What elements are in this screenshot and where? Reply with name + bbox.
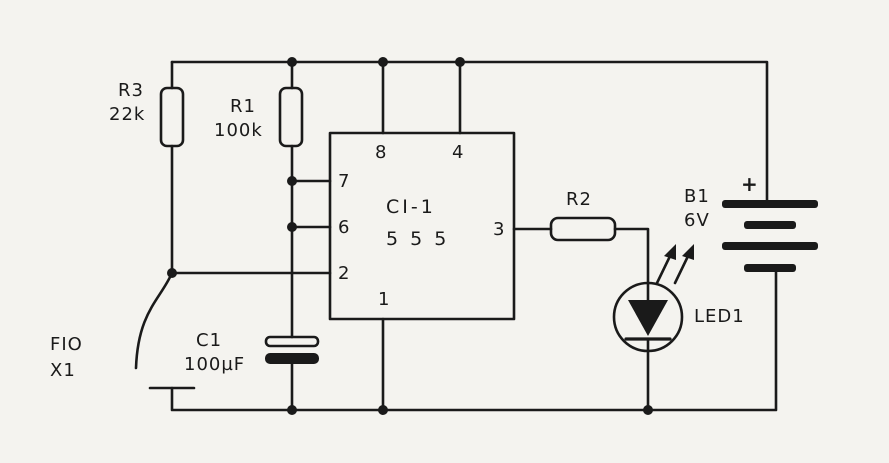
probe-label-line1: FIO — [50, 334, 83, 355]
battery-plus-sign: + — [741, 172, 759, 196]
light-arrow-2-head — [682, 244, 694, 260]
battery-cell-2-long — [722, 242, 818, 250]
r2-to-led-wire — [613, 227, 650, 285]
node-ground-pin1 — [378, 405, 388, 415]
light-arrow-1 — [655, 252, 673, 285]
ground-rail-wire — [170, 270, 778, 412]
r1-value: 100k — [214, 120, 263, 141]
c1-value: 100µF — [184, 354, 246, 375]
battery-cell-2-short — [744, 264, 796, 272]
ic-pin-1: 1 — [378, 289, 391, 310]
r1-designator: R1 — [230, 96, 256, 117]
node-ground-c1 — [287, 405, 297, 415]
resistor-r3 — [159, 86, 185, 148]
ic-pin-8: 8 — [375, 142, 388, 163]
led-triangle — [628, 300, 668, 336]
resistor-r2 — [549, 216, 617, 242]
light-arrow-1-head — [664, 244, 676, 260]
battery-cell-1-short — [744, 221, 796, 229]
ic-pin-7: 7 — [338, 171, 351, 192]
battery-cell-1-long — [722, 200, 818, 208]
r3-value: 22k — [109, 104, 146, 125]
capacitor-c1-plate-top — [264, 335, 320, 348]
capacitor-c1-plate-bottom — [265, 353, 319, 364]
touch-wire — [134, 271, 174, 370]
node-pin7 — [287, 176, 297, 186]
ic-pin-4: 4 — [452, 142, 465, 163]
top-rail-wire — [170, 60, 769, 202]
c1-designator: C1 — [196, 330, 223, 351]
resistor-r1 — [278, 86, 304, 148]
ic-pin-2: 2 — [338, 263, 351, 284]
r2-designator: R2 — [566, 189, 592, 210]
r3-designator: R3 — [118, 80, 144, 101]
battery-designator: B1 — [684, 186, 710, 207]
node-pin6 — [287, 222, 297, 232]
ic-part-number: 5 5 5 — [386, 228, 450, 250]
light-arrow-2 — [673, 252, 691, 285]
led-designator: LED1 — [694, 306, 745, 327]
ic-pin-3: 3 — [493, 219, 506, 240]
ic-designator: CI-1 — [386, 196, 436, 218]
ic-555-body — [328, 131, 516, 321]
ic-pin-6: 6 — [338, 217, 351, 238]
r3-to-pin2-wire — [170, 144, 332, 275]
probe-label-line2: X1 — [50, 360, 76, 381]
battery-voltage: 6V — [684, 210, 710, 231]
